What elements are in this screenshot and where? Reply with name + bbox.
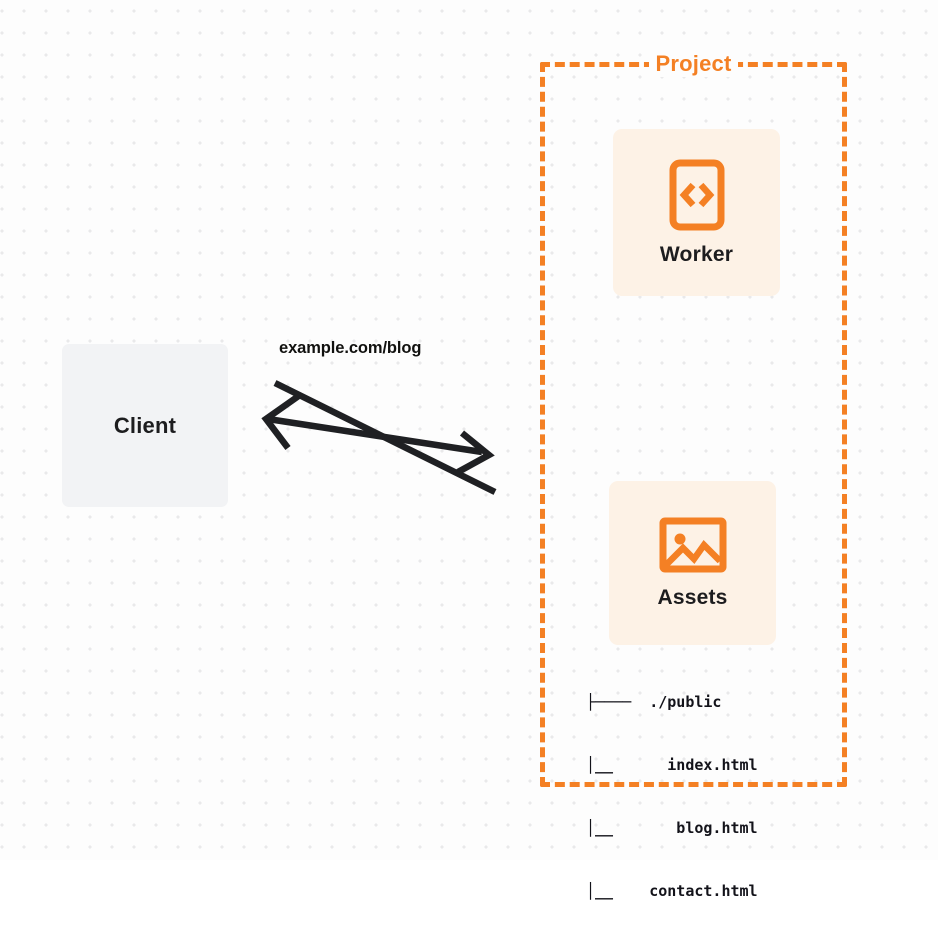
worker-node-label: Worker — [659, 242, 734, 266]
file-tree-row: │__ index.html — [586, 756, 758, 774]
response-arrow — [261, 392, 483, 456]
connection-label: example.com/blog — [279, 339, 422, 357]
request-arrow — [273, 380, 497, 495]
client-node-label: Client — [113, 412, 177, 438]
file-tree-row: │__ contact.html — [586, 882, 758, 900]
diagram-canvas: Client example.com/blog Project Worker — [0, 0, 938, 900]
worker-node[interactable]: Worker — [613, 129, 780, 296]
assets-node-label: Assets — [657, 586, 728, 609]
image-icon — [659, 516, 727, 574]
project-title: Project — [648, 51, 739, 77]
file-tree: ├──── ./public │__ index.html │__ blog.h… — [586, 650, 758, 944]
client-node[interactable]: Client — [62, 344, 228, 507]
file-tree-row: │__ blog.html — [586, 819, 758, 837]
code-brackets-icon — [669, 159, 725, 231]
project-container: Project — [540, 51, 847, 787]
assets-node[interactable]: Assets — [609, 481, 776, 645]
file-tree-row: ├──── ./public — [586, 693, 722, 711]
